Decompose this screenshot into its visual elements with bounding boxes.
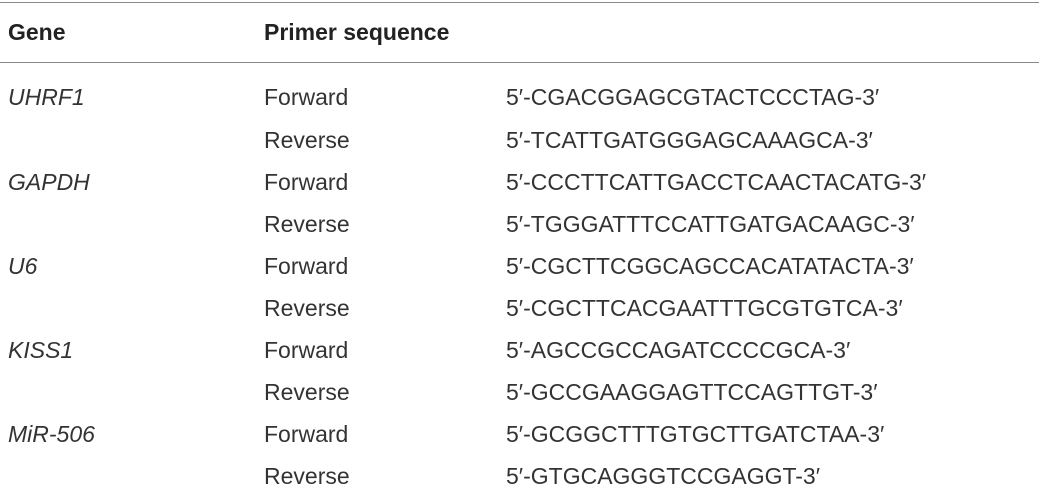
primer-sequence: 5′-CGACGGAGCGTACTCCCTAG-3′ [506,84,880,110]
gene-name: UHRF1 [8,84,85,110]
primer-direction: Forward [264,337,349,363]
header-gene: Gene [8,19,66,45]
table-header-rule [0,62,1039,63]
primer-sequence: 5′-CGCTTCGGCAGCCACATATACTA-3′ [506,253,914,279]
gene-name: U6 [8,253,38,279]
gene-name: MiR-506 [8,421,95,447]
table-row: GAPDH Forward 5′-CCCTTCATTGACCTCAACTACAT… [0,160,1039,204]
table-row: Reverse 5′-GTGCAGGGTCCGAGGT-3′ [0,454,1039,498]
primer-direction: Forward [264,169,349,195]
header-primer-sequence: Primer sequence [264,19,450,45]
table-row: KISS1 Forward 5′-AGCCGCCAGATCCCCGCA-3′ [0,328,1039,372]
primer-sequence: 5′-GCCGAAGGAGTTCCAGTTGT-3′ [506,379,878,405]
table-header-row: Gene Primer sequence [0,10,1039,54]
primer-direction: Reverse [264,463,350,489]
primer-sequence: 5′-GTGCAGGGTCCGAGGT-3′ [506,463,821,489]
primer-sequence: 5′-GCGGCTTTGTGCTTGATCTAA-3′ [506,421,885,447]
primer-sequence: 5′-AGCCGCCAGATCCCCGCA-3′ [506,337,851,363]
primer-sequence: 5′-CGCTTCACGAATTTGCGTGTCA-3′ [506,295,903,321]
primer-direction: Reverse [264,379,350,405]
table-row: Reverse 5′-TGGGATTTCCATTGATGACAAGC-3′ [0,202,1039,246]
table-top-rule [0,2,1039,3]
gene-name: GAPDH [8,169,90,195]
primer-direction: Forward [264,253,349,279]
primer-sequence: 5′-CCCTTCATTGACCTCAACTACATG-3′ [506,169,927,195]
primer-direction: Reverse [264,211,350,237]
primer-direction: Reverse [264,127,350,153]
table-row: MiR-506 Forward 5′-GCGGCTTTGTGCTTGATCTAA… [0,412,1039,456]
table-row: UHRF1 Forward 5′-CGACGGAGCGTACTCCCTAG-3′ [0,75,1039,119]
primer-sequence: 5′-TCATTGATGGGAGCAAAGCA-3′ [506,127,873,153]
primer-sequence: 5′-TGGGATTTCCATTGATGACAAGC-3′ [506,211,915,237]
gene-name: KISS1 [8,337,74,363]
primer-direction: Reverse [264,295,350,321]
table-row: Reverse 5′-CGCTTCACGAATTTGCGTGTCA-3′ [0,286,1039,330]
table-row: Reverse 5′-TCATTGATGGGAGCAAAGCA-3′ [0,118,1039,162]
table-row: U6 Forward 5′-CGCTTCGGCAGCCACATATACTA-3′ [0,244,1039,288]
primer-direction: Forward [264,421,349,447]
primer-direction: Forward [264,84,349,110]
table-row: Reverse 5′-GCCGAAGGAGTTCCAGTTGT-3′ [0,370,1039,414]
